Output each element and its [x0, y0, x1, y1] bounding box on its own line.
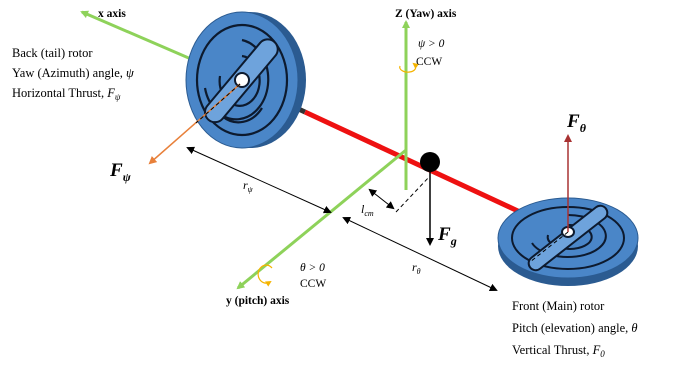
back-rotor-axis [195, 83, 241, 124]
yaw-condition: ψ > 0 [418, 38, 445, 50]
front-rotor-axis [529, 231, 569, 263]
front-rotor-angle: Pitch (elevation) angle, θ [512, 321, 638, 335]
pitch-rotation-arc [257, 264, 273, 287]
l-cm-dimension [368, 188, 395, 210]
f-psi-label: Fψ [109, 160, 132, 184]
back-rotor-title: Back (tail) rotor [12, 46, 93, 60]
pitch-direction: CCW [300, 278, 326, 290]
f-psi-arrow [148, 83, 241, 165]
r-theta-dimension [342, 216, 498, 292]
front-rotor-thrust: Vertical Thrust, F0 [512, 343, 605, 359]
lcm-dashed-line [395, 175, 431, 213]
f-theta-label: Fθ [566, 111, 587, 135]
pitch-condition: θ > 0 [300, 262, 325, 274]
x-axis-label: x axis [98, 8, 126, 20]
l-cm-label: lcm [361, 202, 374, 218]
y-axis-label: y (pitch) axis [226, 295, 290, 307]
front-rotor-title: Front (Main) rotor [512, 299, 605, 313]
yaw-direction: CCW [416, 56, 442, 68]
yaw-rotation-arc [399, 62, 419, 73]
back-rotor-angle: Yaw (Azimuth) angle, ψ [12, 66, 134, 80]
f-g-label: Fg [437, 224, 457, 248]
front-rotor [497, 197, 639, 286]
z-axis-label: Z (Yaw) axis [395, 8, 457, 20]
back-rotor [185, 11, 306, 149]
center-of-mass-dot [420, 152, 440, 172]
r-theta-label: rθ [412, 260, 421, 276]
back-rotor-thrust: Horizontal Thrust, Fψ [12, 86, 121, 102]
r-psi-dimension [186, 146, 332, 214]
boom [303, 109, 522, 215]
r-psi-label: rψ [243, 178, 254, 194]
